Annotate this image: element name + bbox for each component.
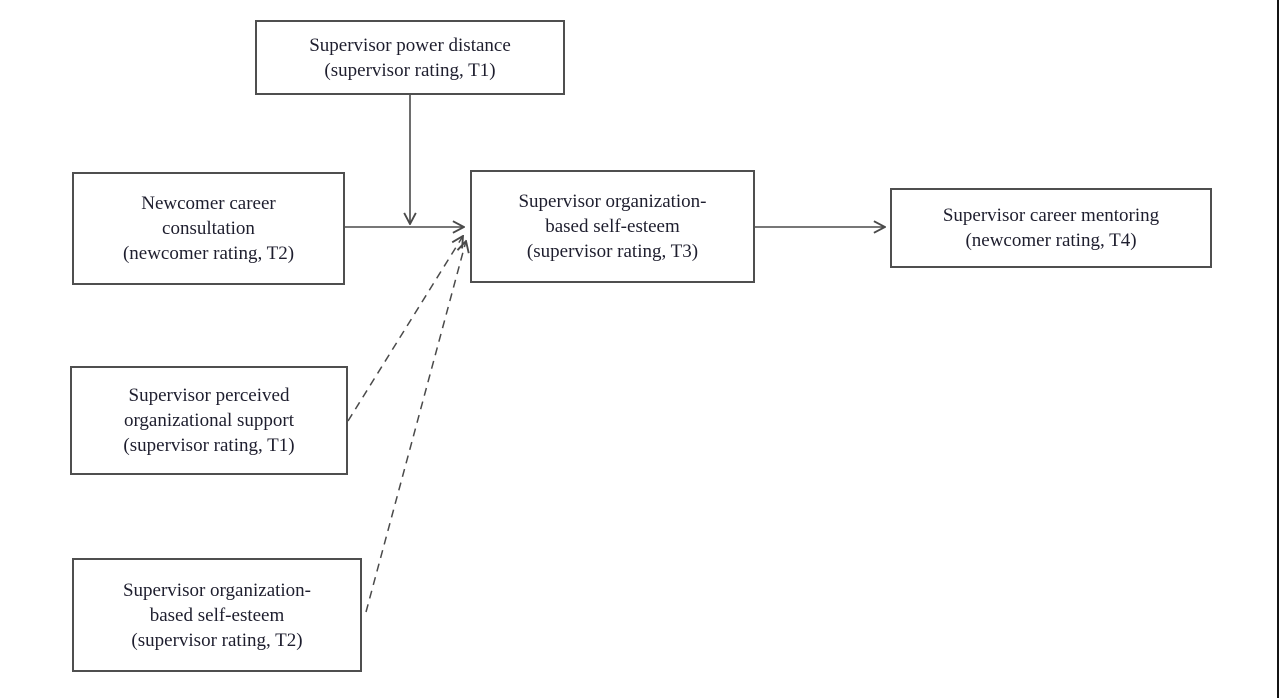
node-text-line: Newcomer career: [141, 193, 276, 214]
node-newcomer-career-consultation: Newcomer career consultation (newcomer r…: [72, 172, 345, 285]
node-supervisor-career-mentoring: Supervisor career mentoring (newcomer ra…: [890, 188, 1212, 268]
node-text-line: (supervisor rating, T1): [123, 435, 295, 456]
node-text-line: (newcomer rating, T4): [965, 230, 1137, 251]
node-text-line: Supervisor organization-: [518, 191, 707, 212]
node-supervisor-obse-t3: Supervisor organization- based self-este…: [470, 170, 755, 283]
node-text-line: consultation: [162, 218, 255, 239]
node-text-line: Supervisor organization-: [122, 579, 312, 601]
node-supervisor-power-distance: Supervisor power distance (supervisor ra…: [255, 20, 565, 95]
node-text-line: based self-esteem: [149, 604, 285, 626]
node-text-line: (supervisor rating, T2): [131, 629, 303, 651]
node-text-line: (supervisor rating, T3): [526, 241, 699, 262]
node-supervisor-obse-t2: Supervisor organization- based self-este…: [72, 558, 362, 672]
edge-pos-control-dashed-arrow: [347, 236, 463, 422]
node-text-line: based self-esteem: [545, 216, 680, 237]
node-text-line: Supervisor power distance: [309, 34, 511, 56]
node-supervisor-perceived-org-support: Supervisor perceived organizational supp…: [70, 366, 348, 475]
node-text-line: Supervisor career mentoring: [942, 205, 1160, 226]
node-text-line: (newcomer rating, T2): [122, 243, 295, 264]
node-text-line: organizational support: [123, 410, 295, 431]
node-text-line: Supervisor perceived: [128, 385, 290, 406]
node-text-line: (supervisor rating, T1): [324, 59, 496, 81]
page-edge-scan-line: [1277, 0, 1279, 698]
edge-obse-t2-control-dashed-arrow: [365, 241, 466, 613]
